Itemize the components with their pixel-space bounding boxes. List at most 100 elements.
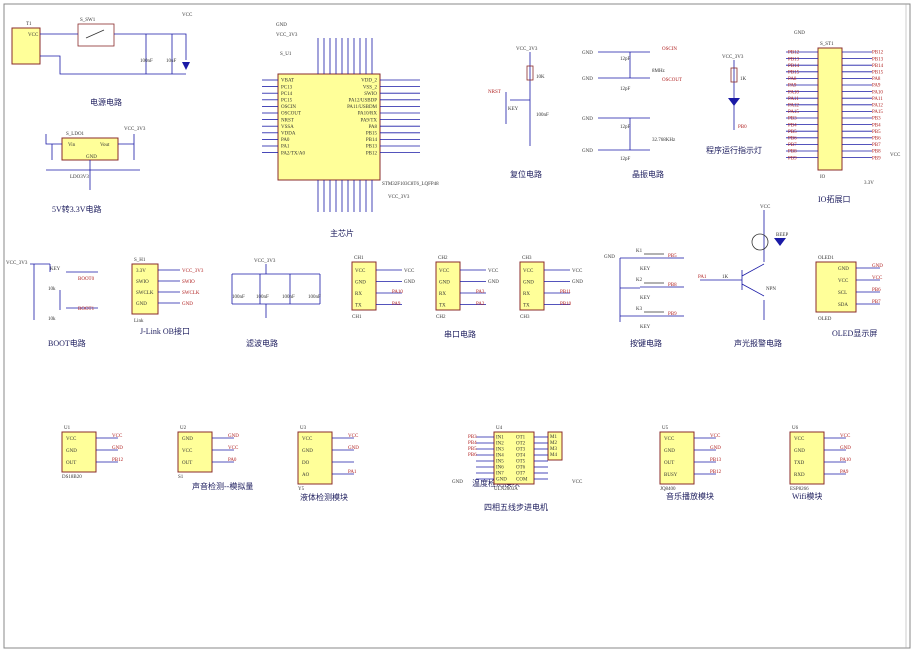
music-net: PB12 <box>710 470 722 475</box>
mcu-left-pin-label: PC14 <box>281 92 293 97</box>
io-circuit: S_ST1 IO GND VCC 3.3V PB12PB13PB14PB15PA… <box>786 31 901 204</box>
io-left-net: PA9 <box>788 84 797 89</box>
uart-pin-label: TX <box>355 304 362 309</box>
sound-ref: U2 <box>180 426 187 431</box>
sound-pin-label: GND <box>182 437 193 442</box>
io-left-net: PA12 <box>788 104 799 109</box>
music-module <box>659 431 695 485</box>
buzzer-icon <box>751 233 769 251</box>
led-diode <box>728 98 740 106</box>
uart-rx-net: PA3 <box>476 290 485 295</box>
led-title: 程序运行指示灯 <box>706 145 762 155</box>
power-jack <box>11 27 41 65</box>
jlink-part: Link <box>134 319 144 324</box>
io-left-net: PA11 <box>788 97 799 102</box>
uart-vcc: VCC <box>572 269 583 274</box>
mcu-left-pin-label: PA0 <box>281 138 290 143</box>
power-switch <box>77 23 115 47</box>
io-right-pins: PB12PB13PB14PB15PA8PA9PA10PA11PA12PA15PB… <box>842 51 884 161</box>
alarm-title: 声光报警电路 <box>734 338 782 348</box>
liquid-net: VCC <box>348 434 359 439</box>
power-jack-vcc: VCC <box>28 33 39 38</box>
key-net: PB8 <box>668 283 677 288</box>
uart-header <box>435 261 461 311</box>
led-r: 1K <box>740 77 747 82</box>
jlink-net: SWCLK <box>182 291 200 296</box>
stepper-in-label: IN3 <box>496 448 504 453</box>
io-right-net: PB8 <box>872 150 881 155</box>
io-left-net: PA15 <box>788 110 799 115</box>
jlink-net: VCC_3V3 <box>182 269 204 274</box>
uart-header <box>519 261 545 311</box>
temp-part: DS18B20 <box>62 475 82 480</box>
mcu-gnd-top: GND <box>276 23 287 28</box>
mcu-left-pin-label: PC13 <box>281 85 293 90</box>
sound-pin-label: VCC <box>182 449 193 454</box>
io-left-net: PB5 <box>788 130 797 135</box>
jlink-header <box>131 263 159 315</box>
io-left-net: PB15 <box>788 71 800 76</box>
io-left-net: PB4 <box>788 123 797 128</box>
boot-vcc33: VCC_3V3 <box>6 261 28 266</box>
oled-pin-label: SDA <box>838 303 848 308</box>
io-left-net: PB7 <box>788 143 797 148</box>
stepper-net: PB3 <box>468 435 477 440</box>
io-left-net: PB9 <box>788 156 797 161</box>
crystal-gnd-4: GND <box>582 149 593 154</box>
crystal-circuit: OSCIN OSCOUT 8MHz 32.768KHz 12pF 12pF 12… <box>582 47 682 179</box>
uart-pin-label: TX <box>439 304 446 309</box>
uart-ref: CH2 <box>438 256 448 261</box>
stepper-motor-pin: M4 <box>550 453 557 458</box>
io-left-net: PA8 <box>788 77 797 82</box>
filter-vcc33: VCC_3V3 <box>254 259 276 264</box>
mcu-right-pin-label: SWIO <box>364 92 377 97</box>
liquid-net: PA1 <box>348 470 357 475</box>
music-net: GND <box>710 446 721 451</box>
stepper-out-label: OT7 <box>516 472 526 477</box>
stepper-out-label: OT1 <box>516 436 526 441</box>
oled-net: GND <box>872 264 883 269</box>
reset-circuit: VCC_3V3 10K NRST KEY 100nF 复位电路 <box>488 47 549 179</box>
uart-tx-net: PA9 <box>392 302 401 307</box>
alarm-r: 1K <box>722 275 729 280</box>
crystal-cap-3: 12pF <box>620 125 631 130</box>
music-pin-label: OUT <box>664 461 674 466</box>
crystal-y1: 8MHz <box>652 69 666 74</box>
stepper-out-label: OT3 <box>516 448 526 453</box>
crystal-wires <box>598 51 650 151</box>
wifi-part: ESP8266 <box>790 487 809 492</box>
uart-pin-label: RX <box>355 292 362 297</box>
stepper-out-label: OT2 <box>516 442 526 447</box>
wifi-net: PA9 <box>840 470 849 475</box>
boot-title: BOOT电路 <box>48 338 86 348</box>
boot-wires <box>30 263 98 320</box>
uart-pin-label: VCC <box>355 269 366 274</box>
crystal-gnd-1: GND <box>582 51 593 56</box>
key-label: KEY <box>640 267 651 272</box>
mcu-left-pin-label: OSCIN <box>281 105 296 110</box>
uart-vcc: VCC <box>488 269 499 274</box>
music-net: PB13 <box>710 458 722 463</box>
sound-title: 声音检测--模拟量 <box>192 481 253 491</box>
wifi-pin-label: VCC <box>794 437 805 442</box>
temp-pin-label: VCC <box>66 437 77 442</box>
wifi-pin-label: RXD <box>794 473 805 478</box>
mcu-top-wires <box>317 38 373 74</box>
liquid-net: GND <box>348 446 359 451</box>
mcu-left-pin-label: OSCOUT <box>281 112 301 117</box>
mcu-right-pin-label: PA11/USBDM <box>347 105 377 110</box>
reset-wires <box>505 52 531 146</box>
oled-pin-label: GND <box>838 267 849 272</box>
jlink-ref: S_H1 <box>134 258 146 263</box>
reset-r: 10K <box>536 75 545 80</box>
mcu-right-pin-label: PB13 <box>366 145 378 150</box>
ldo-gnd: GND <box>86 155 97 160</box>
ldo-circuit: S_LDO1 Vin Vout GND LDO3V3 VCC_3V3 5V转3.… <box>45 127 146 214</box>
io-right-net: PB3 <box>872 117 881 122</box>
mcu-vcc33-top: VCC_3V3 <box>276 33 298 38</box>
music-ref: U5 <box>662 426 669 431</box>
uart-gnd: GND <box>572 280 583 285</box>
temp-net: VCC <box>112 434 123 439</box>
keys-title: 按键电路 <box>630 338 662 348</box>
